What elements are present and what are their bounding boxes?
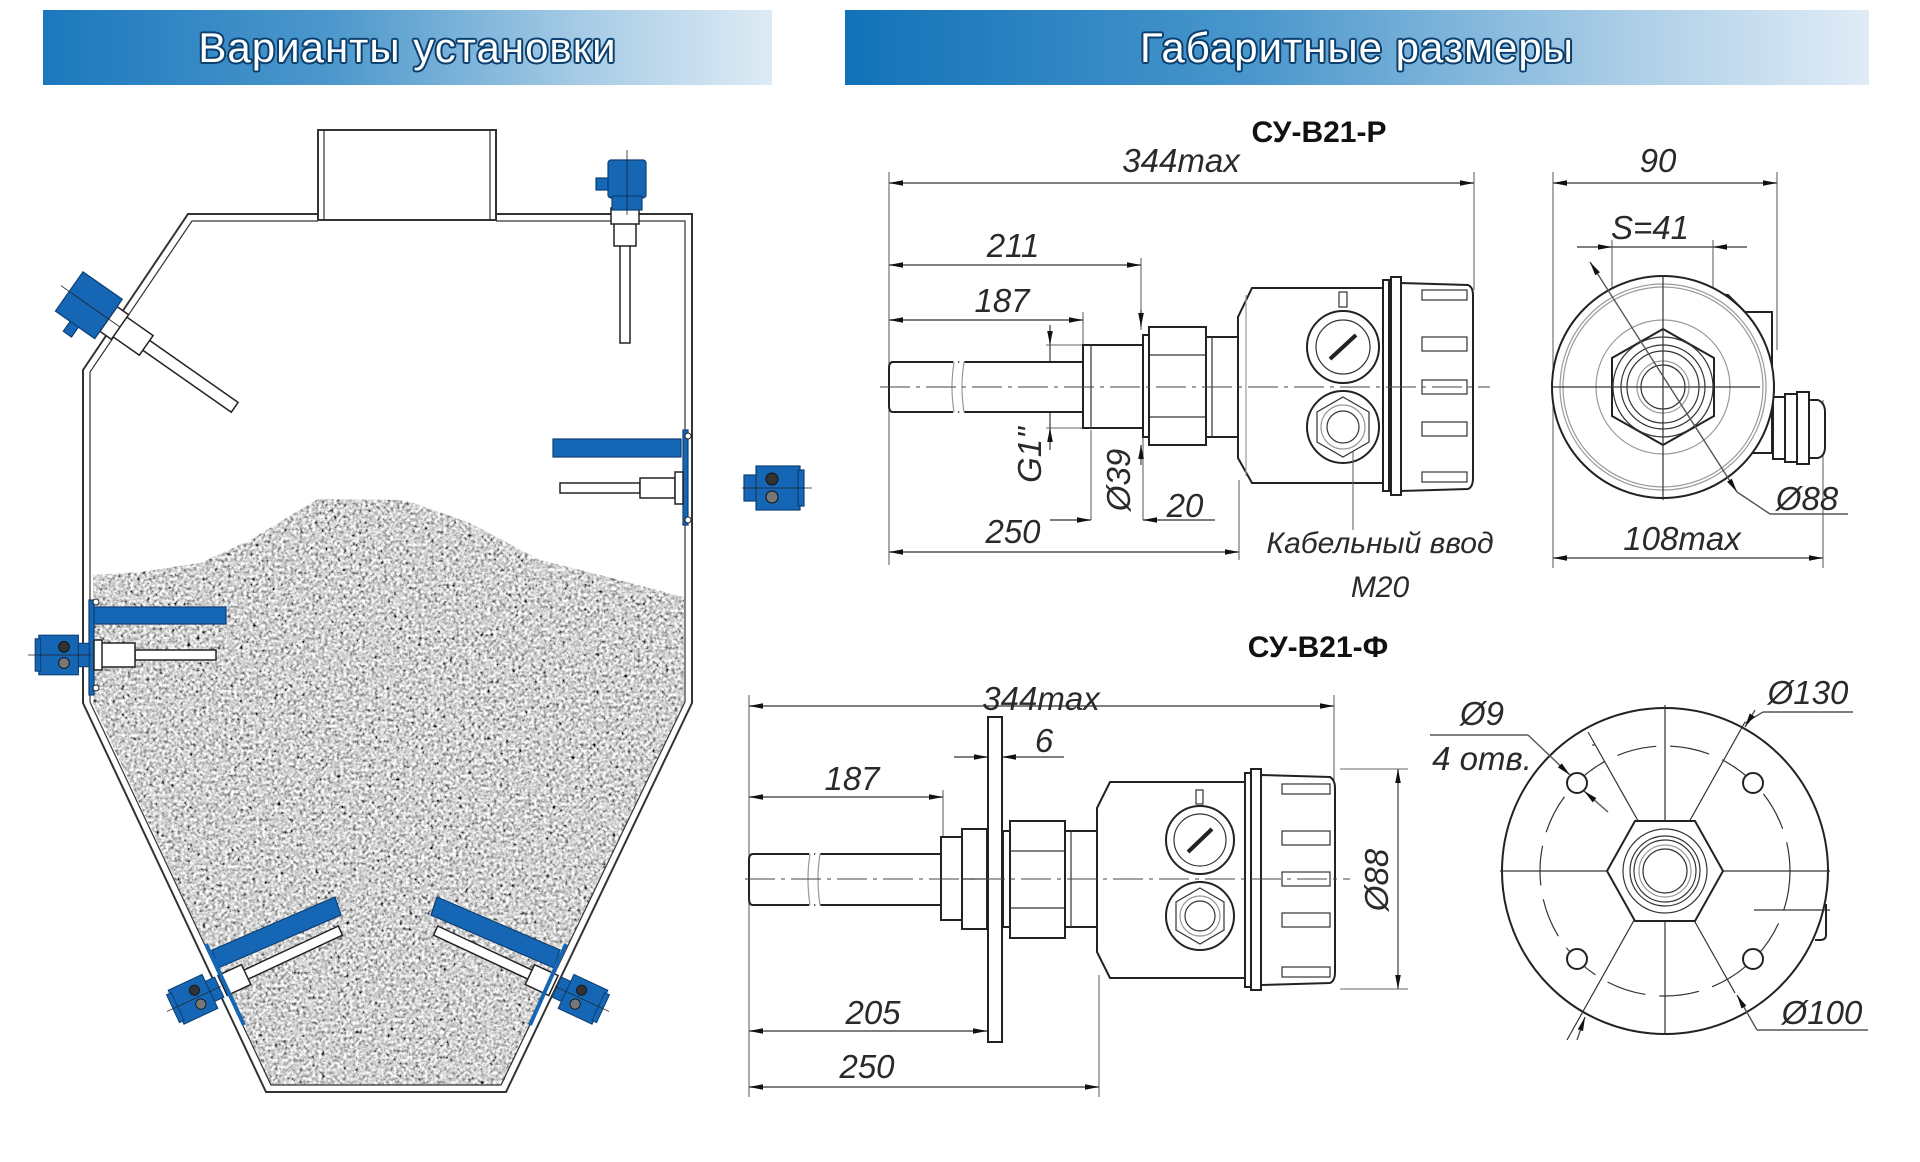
threaded-side-view: СУ-В21-Р	[880, 116, 1494, 604]
dim-250: 250	[984, 513, 1041, 550]
dim-250-flanged: 250	[838, 1048, 895, 1085]
silo-wall-inner	[89, 220, 686, 1086]
sensor-right-wall	[552, 429, 813, 526]
sensor-roof	[595, 150, 647, 344]
dim-344max: 344max	[1122, 142, 1241, 179]
dim-hole-count: 4 отв.	[1432, 740, 1532, 777]
dim-diameter-130: Ø130	[1767, 674, 1849, 711]
silo-inlet	[317, 129, 497, 221]
dim-flange-6: 6	[1035, 722, 1054, 759]
sensor-left-wall	[27, 598, 227, 696]
dim-187-flanged: 187	[824, 760, 881, 797]
protective-shield	[93, 606, 227, 625]
dim-hole-diameter: Ø9	[1459, 695, 1504, 732]
dim-diameter-39: Ø39	[1100, 449, 1137, 512]
flanged-model-title: СУ-В21-Ф	[1248, 631, 1389, 664]
dim-90: 90	[1640, 142, 1677, 179]
banner-dimensions: Габаритные размеры	[845, 10, 1869, 85]
banner-dimensions-title: Габаритные размеры	[1140, 23, 1574, 71]
dim-diameter-88: Ø88	[1775, 480, 1839, 517]
silo-drawing	[27, 129, 813, 1093]
dim-diameter-88-flanged: Ø88	[1358, 848, 1395, 912]
flanged-side-view: СУ-В21-Ф	[745, 631, 1408, 1097]
cable-entry-size: M20	[1351, 571, 1410, 604]
banner-installation: Варианты установки	[43, 10, 772, 85]
sensor-cone-right	[430, 896, 618, 1029]
sensor-cone-left	[158, 896, 344, 1029]
flange-front-view: Ø9 4 отв. Ø130 Ø100	[1430, 674, 1868, 1041]
banner-installation-title: Варианты установки	[198, 23, 617, 71]
dim-344max-flanged: 344max	[982, 680, 1101, 717]
cable-entry-label: Кабельный ввод	[1266, 527, 1493, 560]
sensor-roof-angled	[54, 270, 240, 414]
dim-187: 187	[974, 282, 1031, 319]
silo-wall-outer	[82, 213, 693, 1093]
dim-hex-s41: S=41	[1611, 209, 1689, 246]
threaded-model-title: СУ-В21-Р	[1252, 116, 1387, 149]
dim-thread-g1: G1"	[1011, 426, 1048, 483]
dim-211: 211	[986, 227, 1040, 264]
threaded-top-view: 90 S=41 Ø88 108max	[1551, 142, 1848, 568]
dim-108max: 108max	[1623, 520, 1742, 557]
dim-20: 20	[1166, 487, 1204, 524]
dim-205: 205	[844, 994, 901, 1031]
dim-diameter-100: Ø100	[1781, 994, 1863, 1031]
protective-shield	[552, 438, 682, 458]
